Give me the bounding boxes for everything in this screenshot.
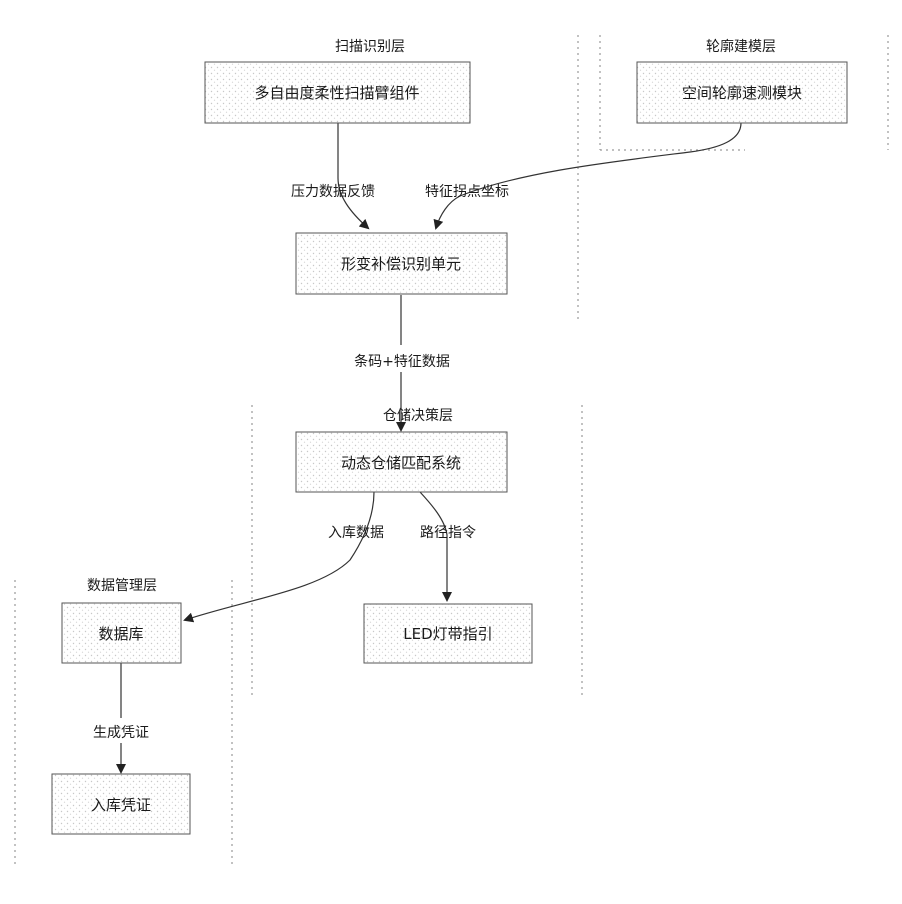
node-led: LED灯带指引 <box>364 604 532 663</box>
lane-title-scan: 扫描识别层 <box>335 39 405 55</box>
node-deform-unit: 形变补偿识别单元 <box>296 233 507 294</box>
node-arm: 多自由度柔性扫描臂组件 <box>205 62 470 123</box>
edge-label-path-command: 路径指令 <box>420 525 476 541</box>
lane-title-contour: 轮廓建模层 <box>706 38 776 55</box>
lane-title-data-management: 数据管理层 <box>87 578 157 594</box>
node-matching-system-label: 动态仓储匹配系统 <box>341 454 461 472</box>
node-led-label: LED灯带指引 <box>403 625 492 643</box>
edge-arm-to-deform <box>338 123 368 228</box>
edge-label-barcode-features: 条码+特征数据 <box>354 353 450 370</box>
node-contour-module-label: 空间轮廓速测模块 <box>682 84 802 102</box>
edge-label-inflection-coordinates: 特征拐点坐标 <box>425 184 509 200</box>
edge-matching-to-database <box>185 492 374 620</box>
edge-label-inbound-data: 入库数据 <box>328 525 384 541</box>
edge-label-generate-voucher: 生成凭证 <box>93 725 149 741</box>
edge-matching-to-led <box>420 492 447 600</box>
node-database-label: 数据库 <box>98 625 143 643</box>
node-arm-label: 多自由度柔性扫描臂组件 <box>254 84 419 102</box>
node-contour-module: 空间轮廓速测模块 <box>637 62 847 123</box>
node-voucher-label: 入库凭证 <box>91 796 151 814</box>
node-database: 数据库 <box>62 603 181 663</box>
edge-contour-to-deform <box>436 123 741 228</box>
node-deform-unit-label: 形变补偿识别单元 <box>341 255 461 273</box>
node-voucher: 入库凭证 <box>52 774 190 834</box>
edge-label-pressure-feedback: 压力数据反馈 <box>291 184 375 200</box>
lane-title-decision: 仓储决策层 <box>383 407 453 424</box>
node-matching-system: 动态仓储匹配系统 <box>296 432 507 492</box>
